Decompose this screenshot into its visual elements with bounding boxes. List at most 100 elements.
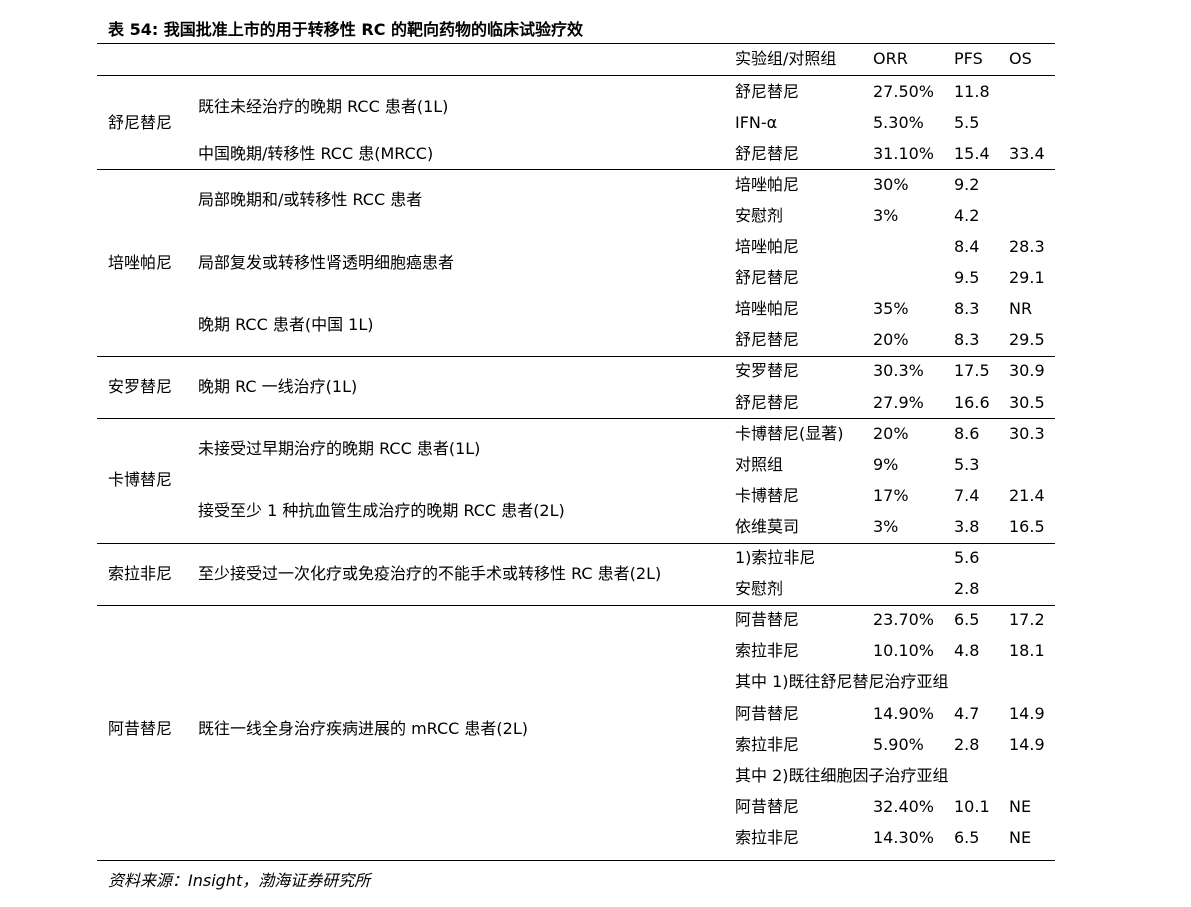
os-cell: 30.5: [1009, 392, 1045, 412]
arm-cell: 阿昔替尼: [735, 703, 800, 723]
pfs-cell: 8.3: [954, 330, 980, 350]
arm-cell: 依维莫司: [735, 516, 800, 536]
orr-cell: 27.50%: [873, 81, 935, 101]
orr-cell: 9%: [873, 454, 899, 474]
arm-cell: 索拉非尼: [735, 827, 800, 847]
arm-cell: 卡博替尼: [735, 485, 800, 505]
pfs-cell: 2.8: [954, 734, 980, 754]
orr-cell: 23.70%: [873, 610, 935, 630]
orr-cell: 30.3%: [873, 361, 924, 381]
os-cell: 14.9: [1009, 703, 1045, 723]
pfs-cell: 6.5: [954, 610, 980, 630]
orr-cell: 31.10%: [873, 143, 935, 163]
arm-cell: 索拉非尼: [735, 641, 800, 661]
pfs-cell: 2.8: [954, 579, 980, 599]
table-title: 表 54: 我国批准上市的用于转移性 RC 的靶向药物的临床试验疗效: [108, 20, 584, 39]
os-cell: 17.2: [1009, 610, 1045, 630]
orr-cell: 14.90%: [873, 703, 935, 723]
bottom-rule: [97, 860, 1055, 861]
os-cell: 14.9: [1009, 734, 1045, 754]
drug-name: 阿昔替尼: [108, 719, 173, 739]
arm-cell: 其中 2)既往细胞因子治疗亚组: [735, 765, 949, 785]
pfs-cell: 4.8: [954, 641, 980, 661]
orr-cell: 3%: [873, 205, 899, 225]
arm-cell: 安慰剂: [735, 579, 784, 599]
arm-cell: IFN-α: [735, 112, 778, 132]
drug-name: 索拉非尼: [108, 563, 173, 583]
drug-name: 舒尼替尼: [108, 112, 173, 132]
arm-cell: 舒尼替尼: [735, 268, 800, 288]
orr-cell: 20%: [873, 330, 909, 350]
group-divider: [97, 543, 1055, 544]
pfs-cell: 3.8: [954, 516, 980, 536]
arm-cell: 阿昔替尼: [735, 610, 800, 630]
os-cell: 29.1: [1009, 268, 1045, 288]
population-label: 晚期 RC 一线治疗(1L): [198, 377, 358, 396]
orr-cell: 14.30%: [873, 827, 935, 847]
os-cell: 33.4: [1009, 143, 1045, 163]
arm-cell: 舒尼替尼: [735, 330, 800, 350]
group-divider: [97, 418, 1055, 419]
pfs-cell: 16.6: [954, 392, 990, 412]
pfs-cell: 5.3: [954, 454, 980, 474]
orr-cell: 17%: [873, 485, 909, 505]
arm-cell: 卡博替尼(显著): [735, 423, 844, 443]
pfs-cell: 4.2: [954, 205, 980, 225]
pfs-cell: 8.3: [954, 299, 980, 319]
top-rule: [97, 43, 1055, 44]
group-divider: [97, 169, 1055, 170]
population-label: 既往未经治疗的晚期 RCC 患者(1L): [198, 97, 449, 117]
arm-cell: 培唑帕尼: [735, 237, 800, 257]
header-rule: [97, 75, 1055, 76]
pfs-cell: 11.8: [954, 81, 990, 101]
os-cell: 16.5: [1009, 516, 1045, 536]
arm-cell: 培唑帕尼: [735, 174, 800, 194]
pfs-cell: 5.5: [954, 112, 980, 132]
header-os: OS: [1009, 49, 1032, 68]
orr-cell: 3%: [873, 516, 899, 536]
arm-cell: 舒尼替尼: [735, 392, 800, 412]
population-label: 未接受过早期治疗的晚期 RCC 患者(1L): [198, 439, 481, 459]
pfs-cell: 4.7: [954, 703, 980, 723]
orr-cell: 27.9%: [873, 392, 924, 412]
header-arm: 实验组/对照组: [735, 49, 837, 68]
pfs-cell: 15.4: [954, 143, 990, 163]
orr-cell: 30%: [873, 174, 909, 194]
pfs-cell: 7.4: [954, 485, 980, 505]
os-cell: NE: [1009, 796, 1032, 816]
group-divider: [97, 356, 1055, 357]
arm-cell: 对照组: [735, 454, 784, 474]
arm-cell: 舒尼替尼: [735, 143, 800, 163]
pfs-cell: 5.6: [954, 548, 980, 568]
orr-cell: 10.10%: [873, 641, 935, 661]
os-cell: 21.4: [1009, 485, 1045, 505]
orr-cell: 5.90%: [873, 734, 924, 754]
arm-cell: 安罗替尼: [735, 361, 800, 381]
os-cell: 28.3: [1009, 237, 1045, 257]
arm-cell: 索拉非尼: [735, 734, 800, 754]
header-pfs: PFS: [954, 49, 983, 68]
population-label: 晚期 RCC 患者(中国 1L): [198, 314, 374, 334]
pfs-cell: 9.5: [954, 268, 980, 288]
pfs-cell: 10.1: [954, 796, 990, 816]
os-cell: 29.5: [1009, 330, 1045, 350]
arm-cell: 舒尼替尼: [735, 81, 800, 101]
arm-cell: 1)索拉非尼: [735, 548, 816, 568]
group-divider: [97, 605, 1055, 606]
pfs-cell: 8.6: [954, 423, 980, 443]
drug-name: 卡博替尼: [108, 470, 173, 490]
pfs-cell: 17.5: [954, 361, 990, 381]
orr-cell: 35%: [873, 299, 909, 319]
orr-cell: 20%: [873, 423, 909, 443]
os-cell: NR: [1009, 299, 1033, 319]
os-cell: 30.3: [1009, 423, 1045, 443]
population-label: 至少接受过一次化疗或免疫治疗的不能手术或转移性 RC 患者(2L): [198, 563, 662, 583]
orr-cell: 5.30%: [873, 112, 924, 132]
arm-cell: 安慰剂: [735, 205, 784, 225]
population-label: 局部复发或转移性肾透明细胞癌患者: [198, 252, 455, 272]
os-cell: NE: [1009, 827, 1032, 847]
source-note: 资料来源：Insight，渤海证券研究所: [108, 871, 371, 890]
population-label: 接受至少 1 种抗血管生成治疗的晚期 RCC 患者(2L): [198, 501, 565, 521]
population-label: 既往一线全身治疗疾病进展的 mRCC 患者(2L): [198, 719, 529, 739]
arm-cell: 阿昔替尼: [735, 796, 800, 816]
